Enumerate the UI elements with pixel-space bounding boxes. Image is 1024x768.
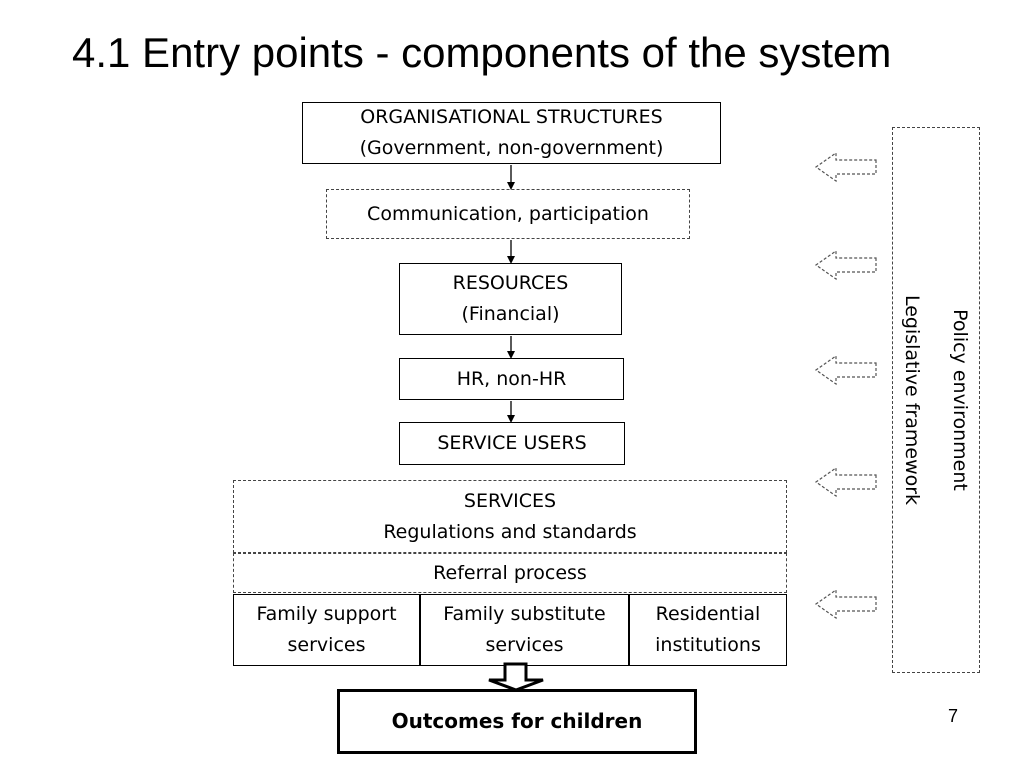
outcomes-label: Outcomes for children	[391, 709, 643, 733]
org-structures-box: ORGANISATIONAL STRUCTURES (Government, n…	[302, 102, 721, 164]
family-support-label: Family support	[256, 603, 397, 625]
referral-label: Referral process	[433, 561, 587, 584]
service-users-label: SERVICE USERS	[437, 432, 587, 454]
slide-title: 4.1 Entry points - components of the sys…	[72, 29, 892, 76]
services-box: SERVICES Regulations and standards	[233, 480, 787, 553]
policy-environment-panel	[892, 127, 980, 673]
page-number: 7	[948, 706, 959, 726]
policy-arrow-3	[814, 354, 877, 386]
services-sublabel: Regulations and standards	[383, 520, 637, 543]
org-structures-sublabel: (Government, non-government)	[359, 137, 664, 159]
family-support-box: Family support services	[233, 594, 420, 666]
family-substitute-label: Family substitute	[443, 603, 606, 625]
hr-box: HR, non-HR	[399, 358, 624, 400]
referral-box: Referral process	[233, 553, 787, 593]
resources-sublabel: (Financial)	[461, 303, 560, 325]
residential-box: Residential institutions	[629, 594, 787, 666]
communication-label: Communication, participation	[367, 202, 649, 225]
family-substitute-sublabel: services	[485, 634, 564, 656]
policy-arrow-2	[814, 249, 877, 281]
resources-label: RESOURCES	[452, 272, 569, 294]
residential-label: Residential	[655, 603, 761, 625]
policy-arrow-5	[814, 588, 877, 620]
residential-sublabel: institutions	[655, 634, 761, 656]
resources-box: RESOURCES (Financial)	[399, 263, 622, 335]
services-label: SERVICES	[463, 489, 557, 512]
policy-arrow-4	[814, 466, 877, 498]
org-structures-label: ORGANISATIONAL STRUCTURES	[360, 106, 663, 128]
family-support-sublabel: services	[287, 634, 366, 656]
family-substitute-box: Family substitute services	[420, 594, 629, 666]
block-arrow-to-outcomes	[488, 662, 544, 692]
outcomes-box: Outcomes for children	[337, 689, 697, 754]
hr-label: HR, non-HR	[456, 367, 567, 390]
policy-arrow-1	[814, 151, 877, 183]
